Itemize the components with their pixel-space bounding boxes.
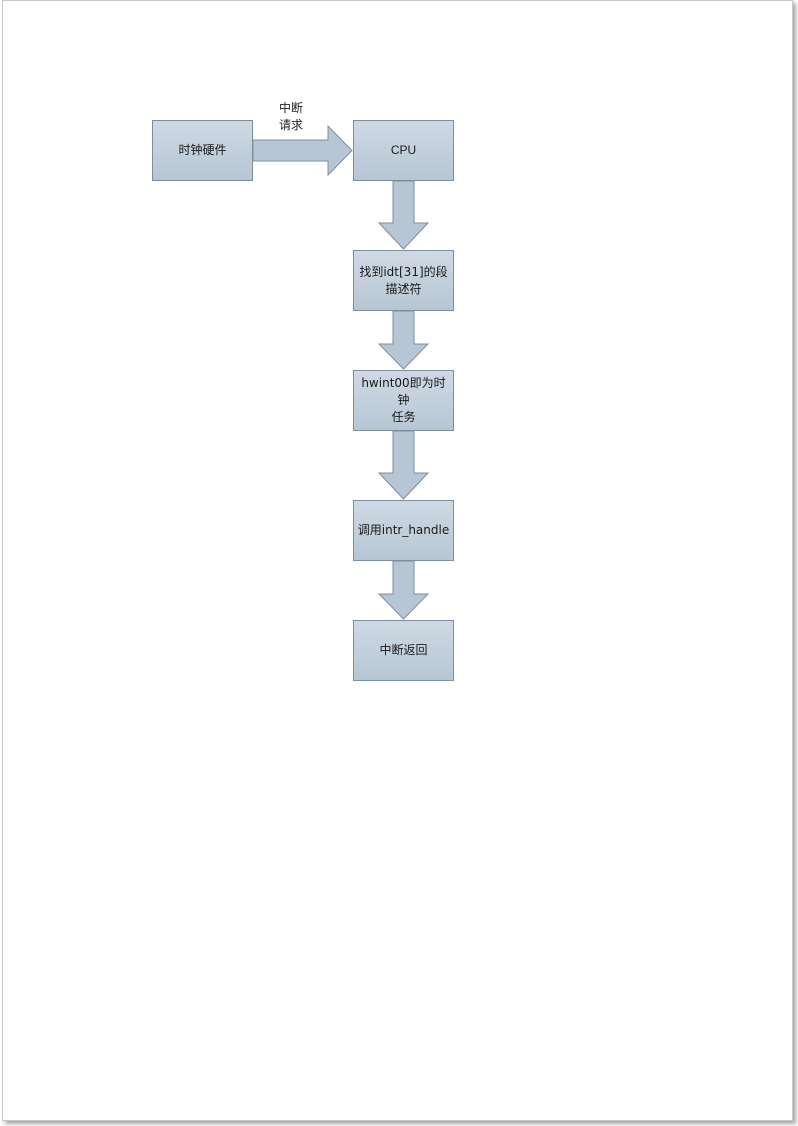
node-find-descriptor-line2: 描述符 (385, 281, 422, 296)
node-interrupt-return: 中断返回 (353, 620, 454, 681)
node-call-handler-label: 调用intr_handle (357, 523, 450, 537)
arrow-handler-to-return (377, 560, 430, 620)
node-clock-hardware: 时钟硬件 (152, 120, 253, 181)
node-find-descriptor: 找到idt[31]的段 描述符 (353, 250, 454, 311)
node-cpu-label: CPU (390, 143, 417, 157)
node-interrupt-return-label: 中断返回 (379, 643, 428, 657)
node-hwint00-line2: 任务 (391, 410, 416, 424)
edge-label-line1: 中断 (278, 101, 303, 115)
node-hwint00-line1: hwint00即为时钟 (361, 376, 446, 407)
edge-label-interrupt-request: 中断 请求 (271, 100, 311, 134)
node-call-handler: 调用intr_handle (353, 500, 454, 561)
node-clock-hardware-label: 时钟硬件 (178, 143, 227, 157)
node-hwint00: hwint00即为时钟 任务 (353, 370, 454, 431)
edge-label-line2: 请求 (278, 118, 303, 132)
node-cpu: CPU (353, 120, 454, 181)
node-find-descriptor-line1: 找到idt[31]的段 (359, 264, 448, 279)
arrow-descriptor-to-hwint00 (377, 310, 430, 370)
node-hwint00-text: hwint00即为时钟 任务 (356, 375, 451, 426)
arrow-clock-to-cpu (252, 124, 353, 177)
node-find-descriptor-text: 找到idt[31]的段 描述符 (359, 264, 447, 298)
arrow-cpu-to-descriptor (377, 180, 430, 250)
arrow-hwint00-to-handler (377, 430, 430, 500)
